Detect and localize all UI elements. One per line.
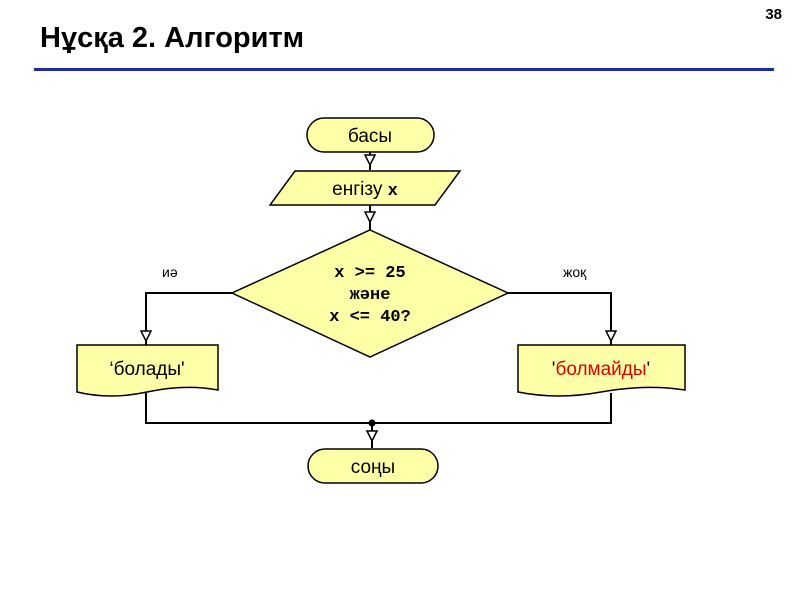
slide-number: 38 (765, 6, 782, 23)
no-output-word: болмайды (555, 359, 646, 380)
arrowhead-icon (139, 330, 153, 343)
no-label: жоқ (563, 264, 587, 280)
decision-line-3: x <= 40? (329, 308, 411, 327)
arrowhead-icon (604, 330, 618, 343)
yes-output-document (76, 344, 219, 397)
junction-dot (368, 419, 376, 427)
arrowhead-icon (363, 211, 377, 224)
input-label: енгізу x (332, 179, 398, 201)
no-quote-close: ' (647, 359, 651, 380)
yes-label: иә (162, 264, 178, 280)
connector-no-merge (372, 393, 612, 424)
end-terminator (307, 448, 439, 484)
start-terminator (306, 117, 435, 153)
connector-yes-branch (145, 292, 232, 345)
input-parallelogram (268, 170, 462, 206)
decision-line-1: x >= 25 (334, 264, 405, 283)
input-var: x (388, 182, 398, 201)
arrowhead-icon (363, 154, 377, 167)
start-label: басы (348, 126, 392, 147)
arrowheads (139, 154, 618, 443)
yes-output-label: ‘болады' (109, 359, 184, 380)
connector-yes-merge (145, 393, 372, 424)
connector-no-branch (508, 292, 612, 345)
title-rule (34, 68, 774, 71)
no-quote-open: ' (552, 359, 556, 380)
decision-line-2: және (350, 286, 391, 305)
decision-diamond (230, 229, 510, 358)
end-label: соңы (351, 457, 395, 478)
input-prefix: енгізу (332, 179, 388, 200)
arrowhead-icon (365, 430, 379, 443)
no-output-label: 'болмайды' (552, 359, 650, 380)
slide-title: Нұсқа 2. Алгоритм (40, 22, 305, 54)
no-output-document (517, 344, 686, 397)
